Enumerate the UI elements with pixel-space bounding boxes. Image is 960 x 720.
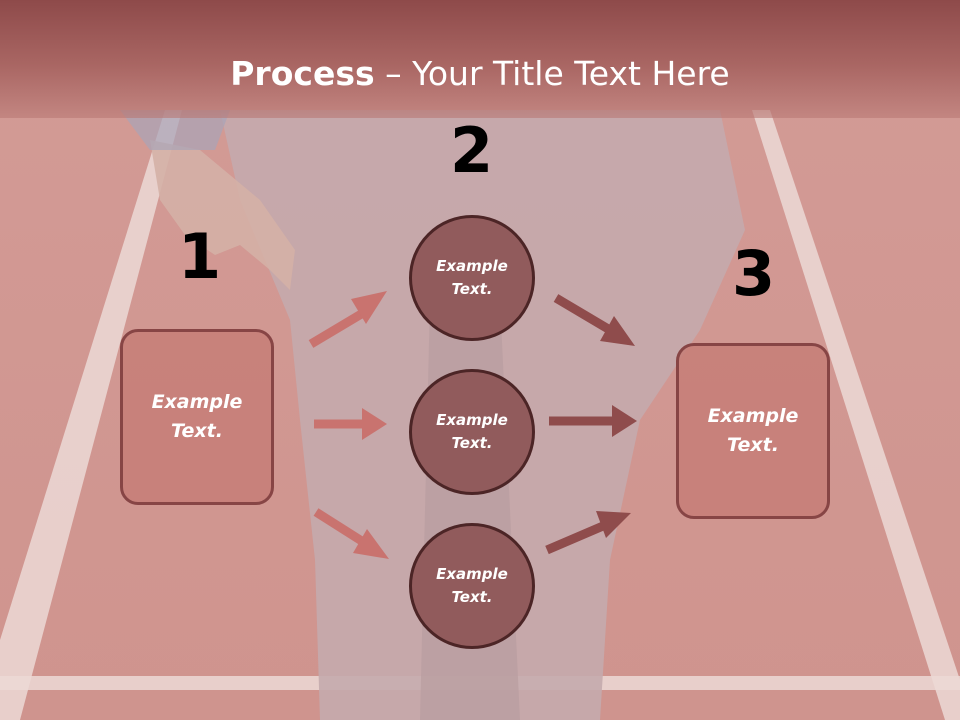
step-box-1-line1: Example (151, 391, 243, 413)
step-number-1: 1 (178, 220, 222, 293)
circle-middle-line1: Example (436, 411, 508, 429)
circle-top: Example Text. (409, 215, 535, 341)
step-number-3: 3 (732, 237, 776, 310)
title-banner (0, 0, 960, 118)
title-bold: Process (230, 54, 375, 93)
circle-middle: Example Text. (409, 369, 535, 495)
circle-top-label: Example Text. (422, 255, 522, 301)
circle-middle-label: Example Text. (422, 409, 522, 455)
circle-middle-line2: Text. (451, 434, 493, 452)
circle-bottom-label: Example Text. (422, 563, 522, 609)
circle-bottom-line1: Example (436, 565, 508, 583)
step-number-2: 2 (450, 114, 494, 187)
step-box-3-line2: Text. (727, 434, 779, 456)
step-box-3-label: Example Text. (693, 402, 813, 460)
circle-bottom: Example Text. (409, 523, 535, 649)
slide-title: Process – Your Title Text Here (0, 54, 960, 94)
step-box-1-line2: Text. (171, 420, 223, 442)
circle-top-line1: Example (436, 257, 508, 275)
circle-top-line2: Text. (451, 280, 493, 298)
circle-bottom-line2: Text. (451, 588, 493, 606)
step-box-3-line1: Example (707, 405, 799, 427)
step-box-1: Example Text. (120, 329, 274, 505)
title-rest: – Your Title Text Here (374, 54, 730, 93)
step-box-3: Example Text. (676, 343, 830, 519)
step-box-1-label: Example Text. (137, 388, 257, 446)
